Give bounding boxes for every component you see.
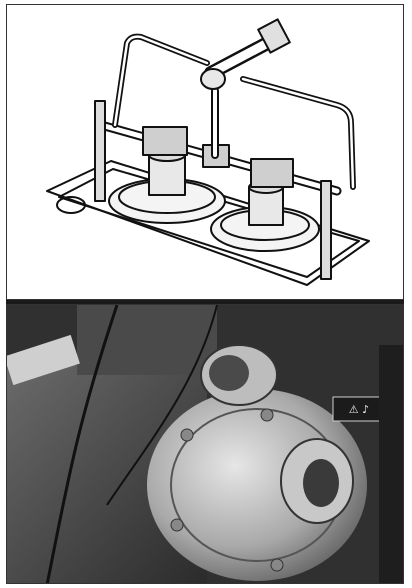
warning-label-text: ⚠ ♪ xyxy=(348,403,370,416)
pump-photo-svg xyxy=(7,305,403,583)
mower-drawing-svg xyxy=(46,18,370,286)
frame-rail xyxy=(46,160,370,286)
post-right xyxy=(320,180,332,280)
warning-label xyxy=(332,396,382,422)
pto-flange xyxy=(257,18,291,54)
gearbox-right xyxy=(250,158,294,188)
gearbox-left xyxy=(142,126,188,156)
cable xyxy=(45,305,119,583)
upper-hoop xyxy=(112,33,210,128)
frame-end-loop xyxy=(56,196,86,214)
elbow-joint xyxy=(200,68,226,90)
pump-photo: ⚠ ♪ xyxy=(6,304,404,584)
bracket xyxy=(7,334,80,386)
pump-housing xyxy=(147,389,367,581)
post-left xyxy=(94,100,106,202)
panel-divider xyxy=(6,300,404,304)
mower-line-drawing xyxy=(6,4,404,300)
